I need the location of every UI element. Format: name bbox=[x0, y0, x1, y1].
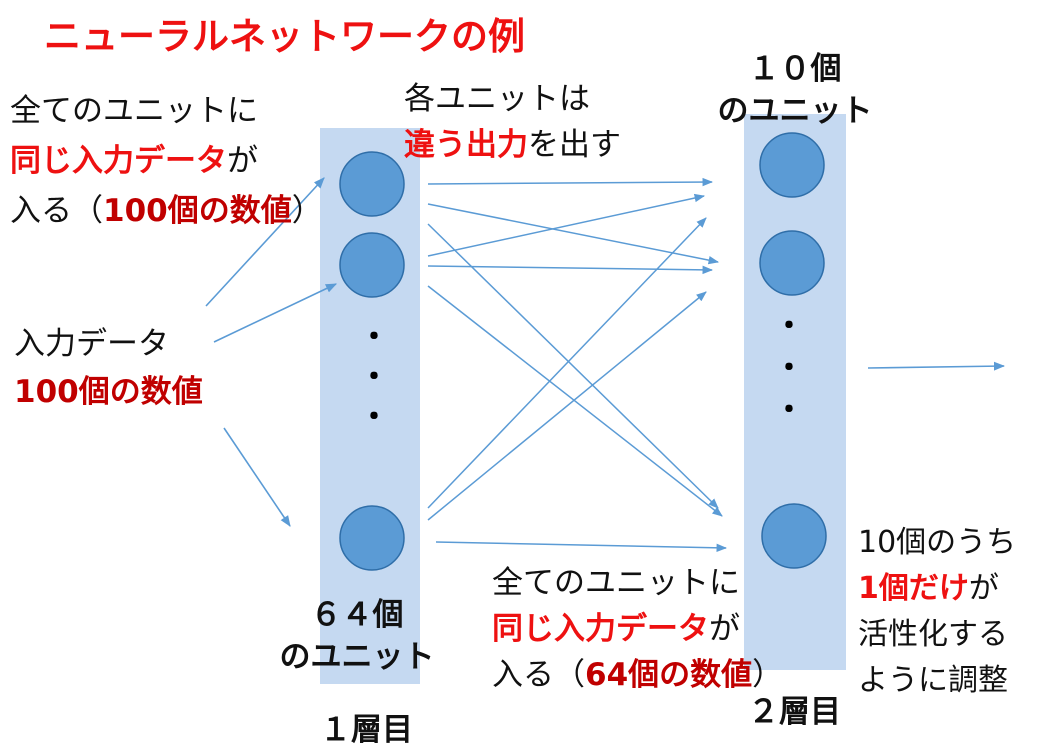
unit-count-text: １０個 bbox=[748, 51, 842, 87]
note-text: 入る（ bbox=[492, 657, 585, 693]
unit-count-text: ６４個 bbox=[310, 597, 404, 633]
note-line: 1個だけが bbox=[858, 566, 1016, 612]
emphasis-text: 同じ入力データ bbox=[492, 611, 709, 647]
emphasis-text: 1個だけ bbox=[858, 571, 969, 606]
note-text: が bbox=[227, 143, 258, 179]
ellipsis-dot: ・ bbox=[359, 400, 389, 435]
note-line: 全てのユニットに bbox=[492, 565, 740, 601]
connections bbox=[427, 177, 728, 553]
note-input-data: 入力データ 100個の数値 bbox=[14, 320, 203, 416]
connection-arrow bbox=[427, 193, 706, 257]
unit-count-text: のユニット bbox=[717, 93, 873, 129]
connection-arrow bbox=[435, 541, 728, 553]
input-arrow-1 bbox=[205, 177, 325, 307]
note-text: ） bbox=[752, 657, 784, 693]
connection-arrow bbox=[427, 177, 714, 187]
layer2-node bbox=[761, 503, 827, 569]
layer1-band bbox=[320, 128, 420, 684]
layer2-node bbox=[759, 132, 825, 198]
connection-arrow bbox=[427, 265, 714, 275]
emphasis-text: 100個の数値 bbox=[103, 193, 292, 229]
note-line: 違う出力を出す bbox=[404, 122, 621, 168]
input-arrow-3 bbox=[223, 427, 291, 527]
layer2-ellipsis: ・ ・ ・ bbox=[774, 306, 804, 432]
layer2-band bbox=[744, 114, 846, 670]
note-layer2-input: 全てのユニットに 同じ入力データが 入る（64個の数値） bbox=[492, 560, 783, 698]
output-arrow bbox=[867, 361, 1006, 371]
ellipsis-dot: ・ bbox=[774, 309, 804, 344]
note-line: 全てのユニットに bbox=[10, 93, 258, 129]
layer2-label: ２層目 bbox=[748, 694, 841, 730]
ellipsis-dot: ・ bbox=[359, 320, 389, 355]
note-text: ） bbox=[291, 193, 323, 229]
note-text: を出す bbox=[528, 127, 621, 163]
note-text: が bbox=[968, 571, 999, 606]
unit-count-text: のユニット bbox=[279, 639, 435, 675]
note-different-outputs: 各ユニットは 違う出力を出す bbox=[404, 76, 621, 168]
ellipsis-dot: ・ bbox=[774, 351, 804, 386]
emphasis-text: 同じ入力データ bbox=[10, 143, 227, 179]
ellipsis-dot: ・ bbox=[359, 360, 389, 395]
layer2-unit-count: １０個 のユニット bbox=[706, 48, 884, 132]
connection-arrow bbox=[427, 223, 719, 509]
note-text: が bbox=[709, 611, 740, 647]
input-arrow-2 bbox=[213, 283, 338, 343]
layer1-ellipsis: ・ ・ ・ bbox=[359, 318, 389, 438]
layer1-unit-count: ６４個 のユニット bbox=[268, 594, 446, 678]
layer2-node bbox=[759, 230, 825, 296]
note-one-activated: 10個のうち 1個だけが 活性化する ように調整 bbox=[858, 520, 1016, 704]
emphasis-text: 64個の数値 bbox=[585, 657, 753, 693]
note-line: 活性化する bbox=[858, 617, 1008, 652]
layer1-node bbox=[339, 505, 405, 571]
layer1-node bbox=[339, 151, 405, 217]
layer1-node bbox=[339, 232, 405, 298]
note-line: 入る（100個の数値） bbox=[10, 186, 323, 236]
note-line: 各ユニットは bbox=[404, 81, 590, 117]
note-line: 同じ入力データが bbox=[492, 606, 783, 652]
ellipsis-dot: ・ bbox=[774, 393, 804, 428]
note-all-units-input: 全てのユニットに 同じ入力データが 入る（100個の数値） bbox=[10, 86, 323, 236]
layer1-label: １層目 bbox=[320, 712, 413, 748]
note-line: ように調整 bbox=[858, 663, 1008, 698]
note-line: 同じ入力データが bbox=[10, 136, 323, 186]
page-title: ニューラルネットワークの例 bbox=[44, 15, 525, 58]
connection-arrow bbox=[427, 291, 707, 521]
note-text: 入る（ bbox=[10, 193, 103, 229]
emphasis-text: 100個の数値 bbox=[14, 374, 203, 410]
connection-arrow bbox=[427, 285, 723, 517]
note-line: 10個のうち bbox=[858, 525, 1017, 560]
note-line: 入力データ bbox=[14, 326, 169, 362]
connection-arrow bbox=[427, 203, 720, 265]
emphasis-text: 違う出力 bbox=[404, 127, 528, 163]
connection-arrow bbox=[427, 217, 707, 509]
note-line: 入る（64個の数値） bbox=[492, 652, 783, 698]
